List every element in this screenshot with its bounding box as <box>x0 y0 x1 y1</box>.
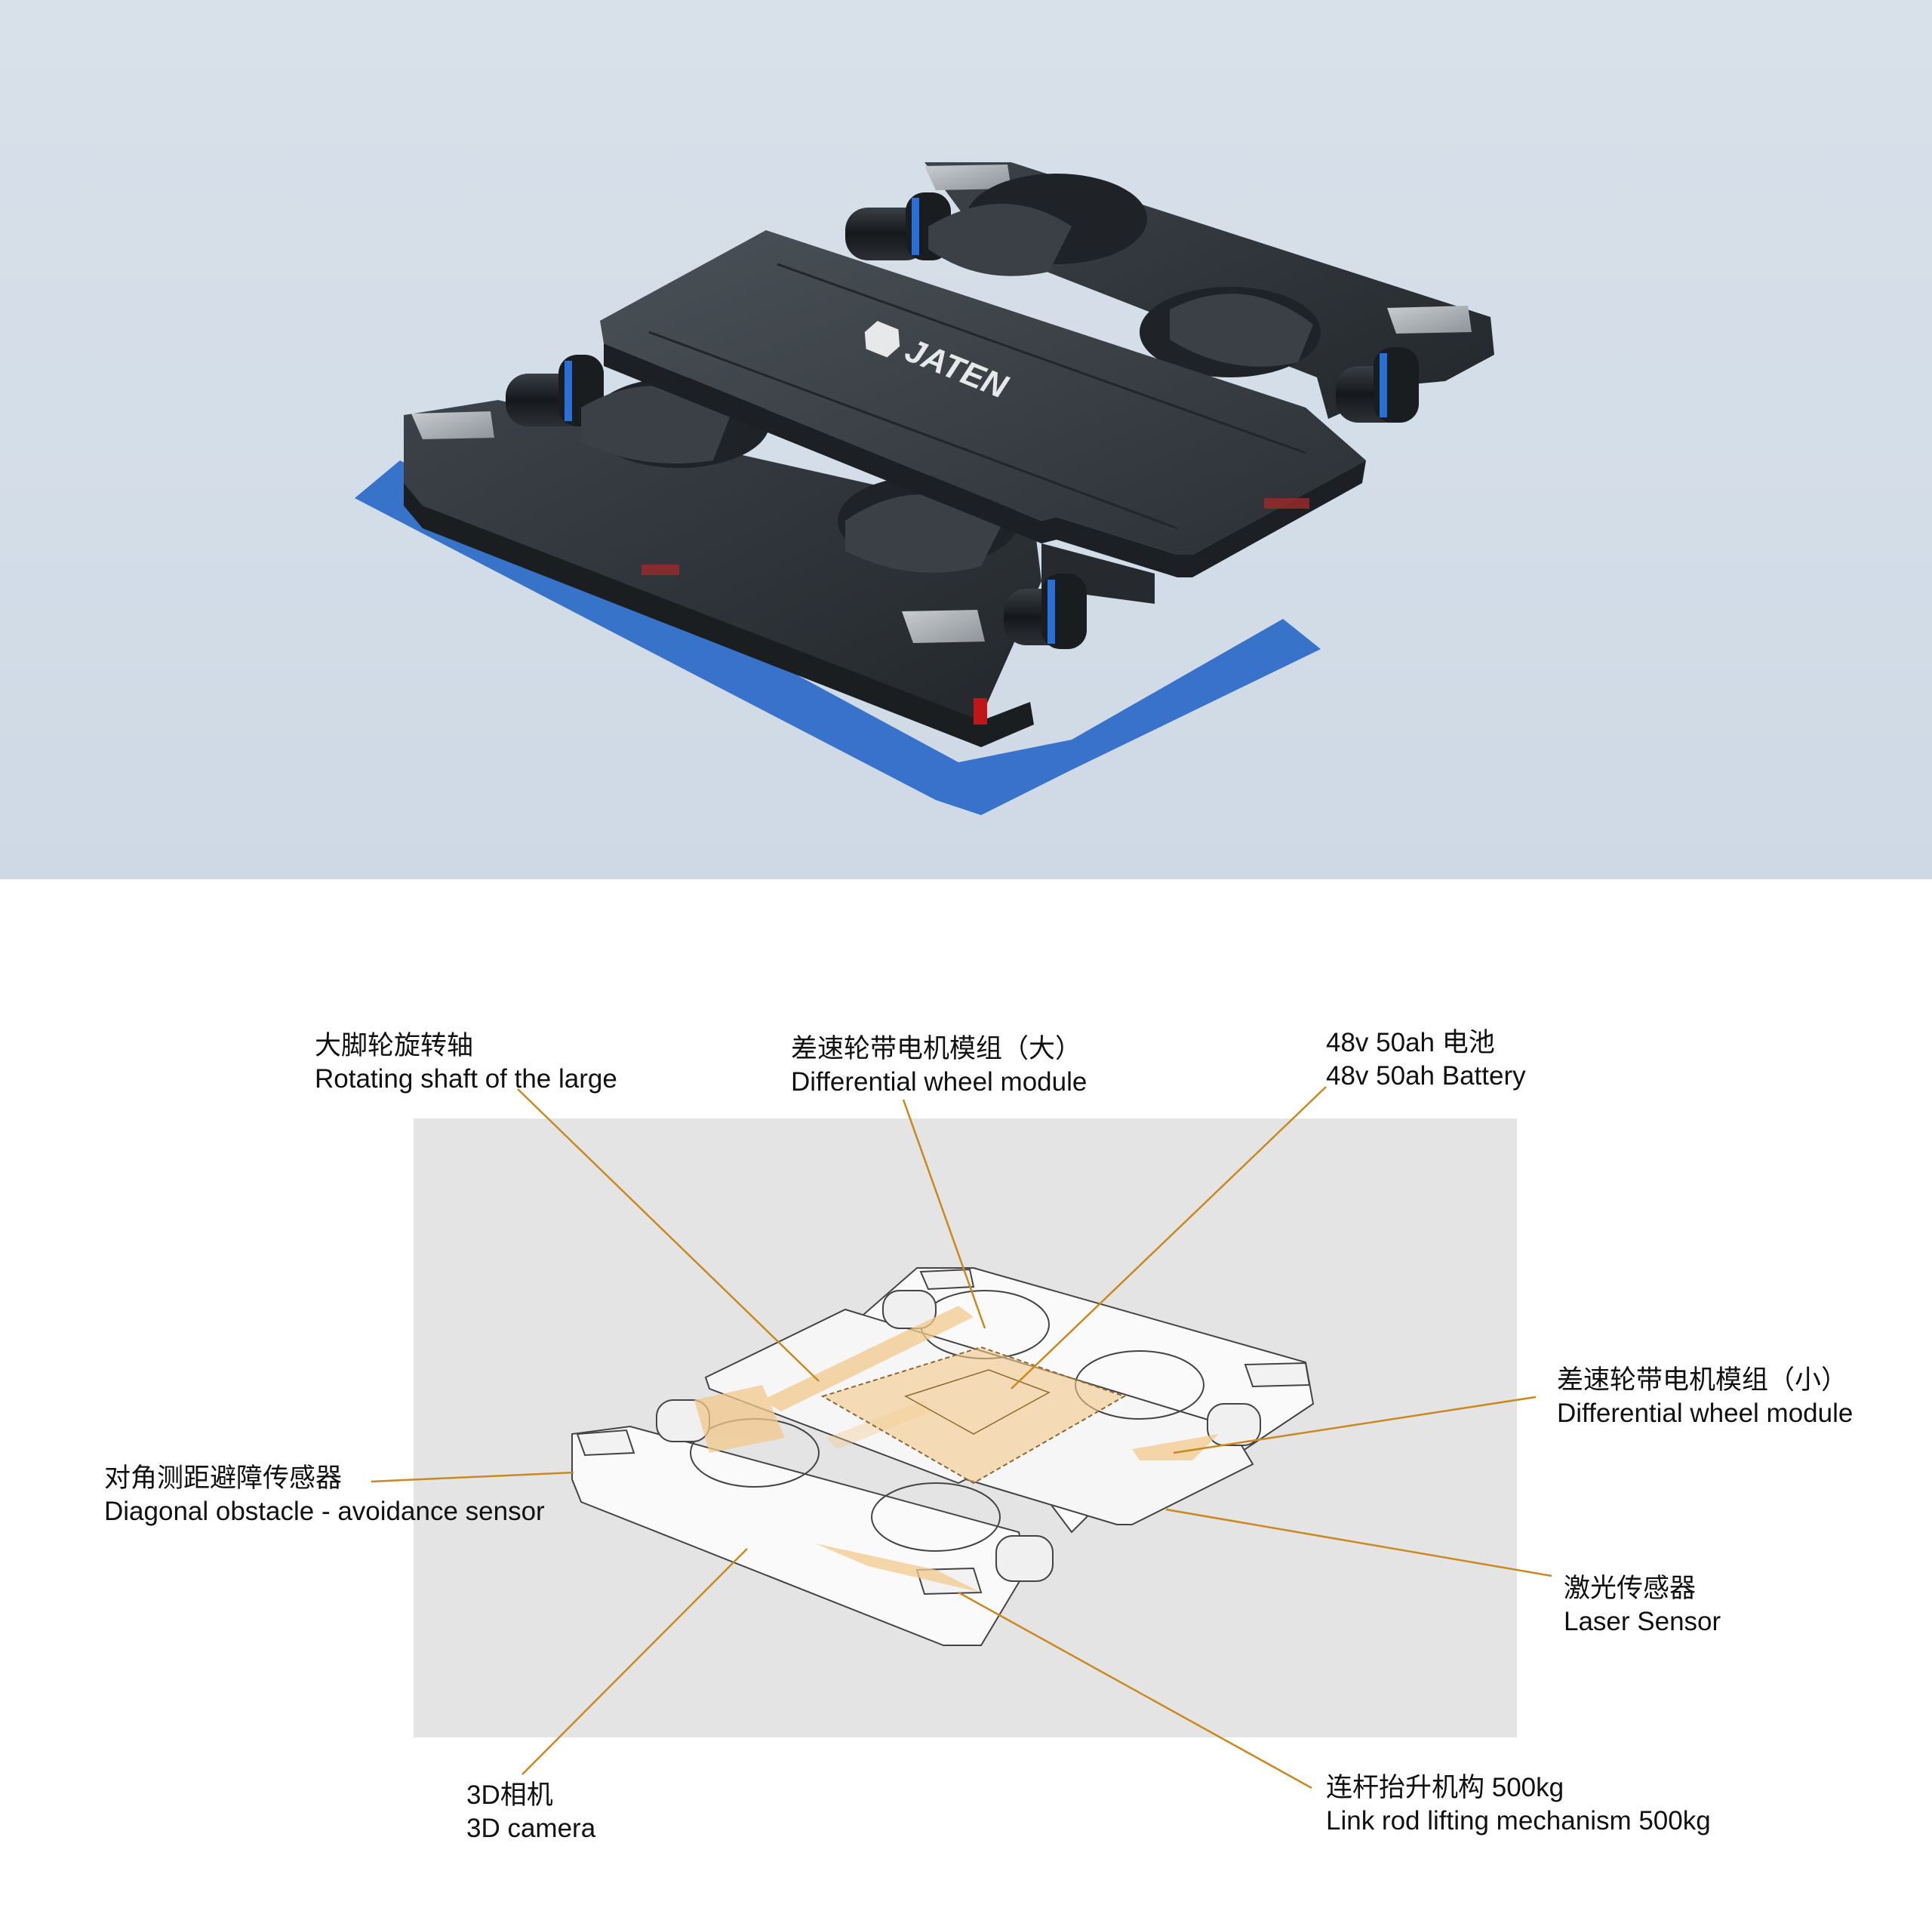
callout-battery: 48v 50ah 电池 48v 50ah Battery <box>1326 1026 1526 1093</box>
callout-en: Link rod lifting mechanism 500kg <box>1326 1806 1711 1836</box>
callout-zh: 差速轮带电机模组（大） <box>791 1034 1082 1063</box>
callout-lifting: 连杆抬升机构 500kg Link rod lifting mechanism … <box>1326 1771 1711 1838</box>
product-render-panel: JATEN <box>0 0 1932 879</box>
corner-pad <box>902 610 985 643</box>
callout-en: 48v 50ah Battery <box>1326 1061 1526 1091</box>
callout-zh: 差速轮带电机模组（小） <box>1557 1365 1848 1395</box>
top-plate <box>600 230 1366 555</box>
callout-en: 3D camera <box>466 1814 596 1843</box>
corner-pad <box>924 165 1011 190</box>
base-frame-front <box>404 400 1041 732</box>
callout-en: Diagonal obstacle - avoidance sensor <box>104 1497 545 1526</box>
callout-zh: 3D相机 <box>466 1780 553 1810</box>
leader-lines <box>371 1086 1552 1789</box>
callout-en: Rotating shaft of the large <box>315 1064 617 1094</box>
callout-diagonal-sensor: 对角测距避障传感器 Diagonal obstacle - avoidance … <box>104 1462 545 1528</box>
base-frame-front-side <box>404 483 1034 747</box>
indicator-light <box>974 698 987 725</box>
corner-pad <box>411 411 494 439</box>
callout-zh: 48v 50ah 电池 <box>1326 1028 1495 1057</box>
callout-3d-camera: 3D相机 3D camera <box>466 1779 595 1845</box>
callout-rotating-shaft: 大脚轮旋转轴 Rotating shaft of the large <box>315 1029 617 1096</box>
callout-zh: 连杆抬升机构 500kg <box>1326 1773 1564 1802</box>
callout-zh: 激光传感器 <box>1564 1574 1697 1603</box>
callout-en: Laser Sensor <box>1564 1607 1721 1636</box>
battery-outline <box>820 1346 1127 1485</box>
callout-diff-wheel-large: 差速轮带电机模组（大） Differential wheel module <box>791 1032 1087 1099</box>
callout-en: Differential wheel module <box>1557 1399 1854 1428</box>
callout-zh: 大脚轮旋转轴 <box>315 1031 474 1060</box>
callout-diff-wheel-small: 差速轮带电机模组（小） Differential wheel module <box>1557 1364 1853 1430</box>
indicator-light <box>641 565 679 575</box>
callout-zh: 对角测距避障传感器 <box>104 1463 343 1493</box>
callout-en: Differential wheel module <box>791 1067 1088 1097</box>
robot-render: JATEN <box>355 162 1494 815</box>
indicator-light <box>1264 498 1309 509</box>
callout-laser-sensor: 激光传感器 Laser Sensor <box>1564 1572 1721 1639</box>
wheel-set <box>506 192 1419 649</box>
corner-pad <box>1387 306 1472 334</box>
